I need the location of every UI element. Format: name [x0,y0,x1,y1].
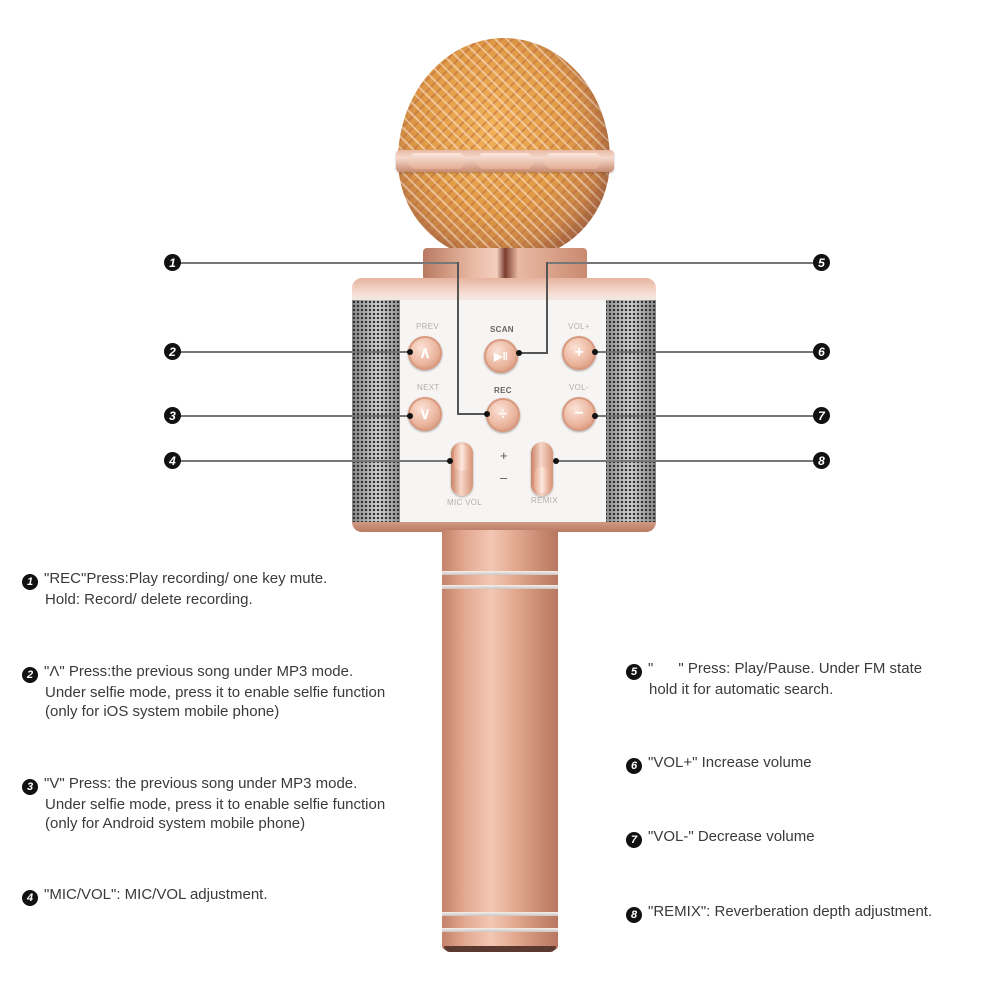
leader-dot-4 [447,458,453,464]
number-badge-icon: 4 [22,890,38,906]
play-pause-icon: ▶‖ [494,350,508,363]
handle-base [444,946,556,952]
number-badge-icon: 8 [626,907,642,923]
leader-line-4 [180,460,450,462]
vol-minus-button: − [562,397,596,431]
callout-badge-6: 6 [813,343,830,360]
number-badge-icon: 7 [626,832,642,848]
scan-label: SCAN [490,325,514,334]
leader-line-8 [555,460,814,462]
callout-badge-3: 3 [164,407,181,424]
number-badge-icon: 6 [626,758,642,774]
record-mic-icon: ÷ [498,406,508,423]
leader-line-2 [180,351,410,353]
leader-line-5 [546,262,814,264]
handle-groove [442,928,558,932]
plus-sign: + [500,448,508,463]
leader-dot-7 [592,413,598,419]
number-badge-icon: 1 [22,574,38,590]
minus-icon: − [574,405,584,422]
number-badge-icon: 3 [22,779,38,795]
chevron-down-icon: ∨ [419,406,431,423]
leader-dot-2 [407,349,413,355]
leader-line-1 [180,262,458,264]
rec-label: REC [494,386,512,395]
scan-play-pause-button: ▶‖ [484,339,518,373]
mic-head-ring [396,150,614,172]
remix-slider [531,442,553,496]
callout-badge-2: 2 [164,343,181,360]
prev-button: ∧ [408,336,442,370]
handle-groove [442,912,558,916]
speaker-grille-right [604,300,656,522]
chevron-up-icon: ∧ [419,345,431,362]
callout-badge-4: 4 [164,452,181,469]
leader-line-7 [594,415,814,417]
leader-line-1-end [457,413,487,415]
number-badge-icon: 5 [626,664,642,680]
description-4: 4"MIC/VOL": MIC/VOL adjustment. [22,885,268,906]
mic-grille-head [398,38,610,260]
description-6: 6"VOL+" Increase volume [626,753,812,774]
description-7: 7"VOL-" Decrease volume [626,827,815,848]
leader-line-3 [180,415,410,417]
leader-line-6 [594,351,814,353]
callout-badge-1: 1 [164,254,181,271]
next-label: NEXT [417,383,440,392]
mic-vol-slider [451,442,473,496]
leader-dot-5 [516,350,522,356]
number-badge-icon: 2 [22,667,38,683]
callout-badge-8: 8 [813,452,830,469]
leader-dot-8 [553,458,559,464]
vol-plus-label: VOL+ [568,322,590,331]
rec-button: ÷ [486,398,520,432]
description-5: 5" " Press: Play/Pause. Under FM state h… [626,659,922,699]
leader-line-5-vertical [546,262,548,354]
leader-line-1-vertical [457,262,459,415]
handle-groove [442,585,558,589]
mic-handle [442,530,558,950]
description-3: 3"V" Press: the previous song under MP3 … [22,774,385,833]
callout-badge-5: 5 [813,254,830,271]
callout-badge-7: 7 [813,407,830,424]
description-2: 2"Λ" Press:the previous song under MP3 m… [22,662,385,721]
vol-minus-label: VOL- [569,383,589,392]
plus-icon: + [574,344,584,361]
leader-dot-6 [592,349,598,355]
vol-plus-button: + [562,336,596,370]
prev-label: PREV [416,322,439,331]
remix-label: REMIX [531,496,558,505]
mic-vol-label: MIC VOL [447,498,482,507]
leader-line-5-end [518,352,548,354]
description-1: 1"REC"Press:Play recording/ one key mute… [22,569,327,609]
leader-dot-3 [407,413,413,419]
leader-dot-1 [484,411,490,417]
handle-groove [442,571,558,575]
minus-sign: – [500,470,508,485]
next-button: ∨ [408,397,442,431]
description-8: 8"REMIX": Reverberation depth adjustment… [626,902,932,923]
speaker-grille-left [352,300,404,522]
